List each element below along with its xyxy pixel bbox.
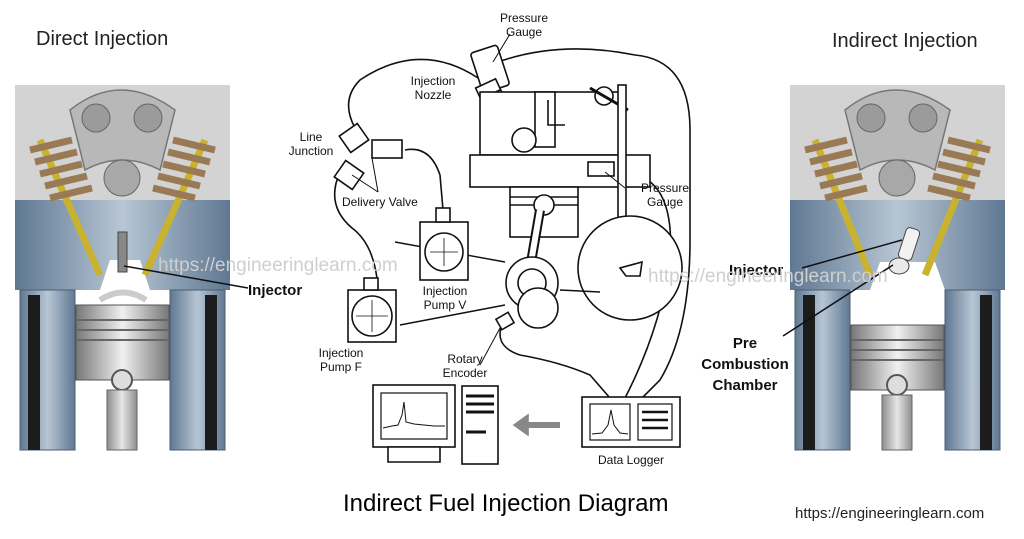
wrist-pin — [111, 369, 133, 391]
leader-encoder — [479, 327, 501, 366]
source-url: https://engineeringlearn.com — [795, 505, 985, 522]
injector-label-right: Injector — [729, 262, 784, 279]
pre-combustion-chamber-label: Pre Combustion Chamber — [701, 335, 789, 394]
encoder-cable — [499, 317, 611, 399]
piston — [75, 304, 170, 381]
rocker-arm-assembly — [69, 89, 176, 172]
indirect-injection-engine — [782, 85, 1005, 451]
valve-spring-left — [29, 136, 104, 277]
watermark-left: https://engineeringlearn.com — [158, 255, 398, 276]
data-logger-label: Data Logger — [598, 453, 665, 467]
fuel-spray — [98, 289, 148, 303]
rocker-pivot-left — [81, 103, 111, 133]
rocker-pivot-right — [133, 103, 163, 133]
watermark-right: https://engineeringlearn.com — [648, 266, 888, 287]
direct-injection-heading: Direct Injection — [36, 28, 169, 50]
wrist-pin — [886, 374, 908, 396]
signal-cable-right — [497, 48, 691, 401]
rotary-encoder — [494, 311, 516, 331]
direct-injector-nozzle — [117, 231, 128, 273]
indirect-injection-heading: Indirect Injection — [832, 30, 978, 52]
injector-label-left: Injector — [248, 282, 303, 299]
connecting-rod — [881, 394, 913, 451]
leader-delivery-1 — [371, 157, 379, 193]
line-to-pump-v — [404, 148, 444, 211]
high-pressure-line-upper — [347, 58, 479, 129]
side-pressure-gauge — [587, 161, 615, 177]
line-junction — [333, 122, 403, 191]
head-water-jacket — [790, 200, 1005, 290]
valve-spring-right — [921, 136, 991, 277]
pushrod — [617, 84, 627, 226]
connecting-rod — [106, 389, 138, 451]
combustion-chamber — [511, 127, 537, 153]
rocker-arm-assembly — [844, 89, 951, 172]
valve-spring-right — [141, 136, 216, 277]
diagram-title: Indirect Fuel Injection Diagram — [343, 490, 669, 517]
pre-combustion-chamber — [888, 257, 910, 275]
injector-leader-left — [123, 265, 249, 289]
leader-delivery-2 — [351, 174, 379, 193]
camshaft-lobe — [103, 159, 141, 197]
leader-pressure-top — [492, 33, 511, 63]
valve-spring-left — [804, 136, 874, 277]
high-pressure-line-lower — [333, 171, 379, 289]
leader-pressure-right — [604, 171, 626, 189]
direct-injection-engine — [15, 85, 249, 451]
test-rig-schematic — [333, 33, 691, 465]
injector-leader-right — [801, 239, 903, 269]
computer — [372, 384, 499, 465]
pre-chamber-leader — [782, 264, 894, 337]
data-logger — [581, 396, 681, 448]
delivery-valve-label: Delivery Valve — [342, 195, 418, 209]
